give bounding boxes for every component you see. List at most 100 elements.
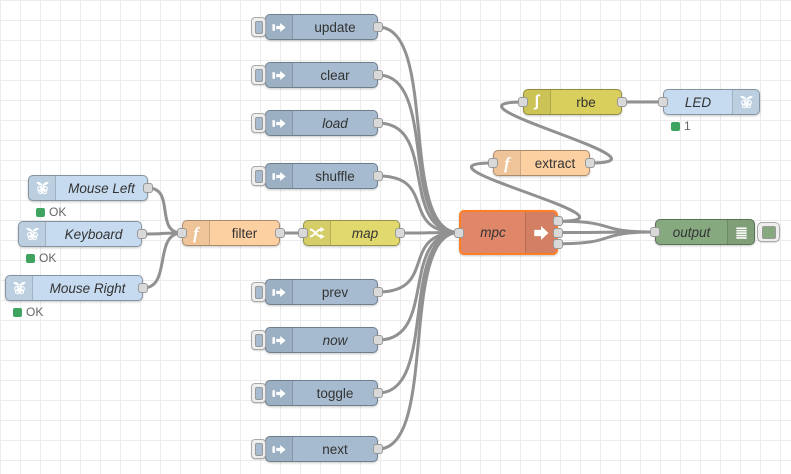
function-icon: f [494,151,521,175]
output-port-load-0[interactable] [373,118,383,128]
node-shuffle[interactable]: shuffle [265,163,378,189]
inject-icon [266,280,293,304]
input-port-filter[interactable] [177,228,187,238]
output-port-shuffle-0[interactable] [373,171,383,181]
debug-button-inner [761,225,776,239]
node-label-rbe: rbe [576,94,596,110]
inject-button-next[interactable] [251,439,266,459]
wire-update-to-mpc[interactable] [376,25,461,234]
output-port-keyboard-0[interactable] [137,229,147,239]
node-clear[interactable]: clear [265,62,378,88]
hysteresis-icon: ∫ [524,90,551,114]
input-port-mpc[interactable] [454,227,464,238]
inject-button-load[interactable] [251,113,266,133]
node-label-keyboard: Keyboard [64,226,123,242]
node-next[interactable]: next [265,436,378,462]
node-prev[interactable]: prev [265,279,378,305]
node-mpc[interactable]: mpc [459,210,558,255]
wire-mpc-to-output[interactable] [556,219,657,234]
inject-button-inner [254,285,263,299]
status-text: OK [39,251,57,265]
output-port-clear-0[interactable] [373,70,383,80]
wire-clear-to-mpc[interactable] [376,73,461,234]
output-port-mpc-0[interactable] [553,216,563,227]
node-label-next: next [322,441,348,457]
node-mouse_right[interactable]: Mouse Right [5,275,143,301]
wire-toggle-to-mpc[interactable] [376,231,461,395]
status-dot [671,121,680,131]
inject-icon [266,328,293,352]
output-port-mpc-1[interactable] [553,227,563,238]
output-port-mouse_right-0[interactable] [138,283,148,293]
status-text: 1 [684,119,691,133]
wire-mouse_right-to-filter[interactable] [141,231,184,290]
node-label-led: LED [684,94,712,110]
debug-toggle-button-output[interactable] [757,222,780,242]
inject-button-inner [254,20,263,34]
wire-mpc-to-output[interactable] [556,230,657,246]
inject-button-now[interactable] [251,330,266,350]
output-port-update-0[interactable] [373,22,383,32]
node-label-map: map [351,225,379,241]
output-port-rbe-0[interactable] [617,97,627,107]
node-output[interactable]: output [655,219,755,245]
input-port-led[interactable] [658,97,668,107]
node-mouse_left[interactable]: Mouse Left [28,175,148,201]
inject-icon [266,381,293,405]
output-port-extract-0[interactable] [585,158,595,168]
inject-button-prev[interactable] [251,282,266,302]
status-dot [26,253,35,263]
shuffle-icon [304,221,331,245]
inject-icon [266,15,293,39]
node-toggle[interactable]: toggle [265,380,378,406]
node-update[interactable]: update [265,14,378,40]
node-keyboard[interactable]: Keyboard [18,221,142,247]
node-label-mouse_left: Mouse Left [68,180,135,196]
function-icon: f [183,221,210,245]
input-port-rbe[interactable] [518,97,528,107]
node-load[interactable]: load [265,110,378,136]
inject-button-shuffle[interactable] [251,166,266,186]
inject-button-update[interactable] [251,17,266,37]
node-led[interactable]: LED [663,89,760,115]
output-port-filter-0[interactable] [275,228,285,238]
input-port-extract[interactable] [488,158,498,168]
output-port-mpc-2[interactable] [553,238,563,249]
raspberry-pi-icon [6,276,33,300]
node-label-output: output [672,224,711,240]
raspberry-pi-icon [19,222,46,246]
wire-now-to-mpc[interactable] [376,231,461,342]
arrow-right-icon [525,212,556,253]
status-text: OK [26,305,44,319]
output-port-toggle-0[interactable] [373,388,383,398]
wire-mouse_left-to-filter[interactable] [146,186,184,235]
wire-load-to-mpc[interactable] [376,121,461,234]
inject-button-inner [254,386,263,400]
node-rbe[interactable]: ∫ rbe [523,89,622,115]
inject-button-inner [254,68,263,82]
output-port-prev-0[interactable] [373,287,383,297]
input-port-map[interactable] [298,228,308,238]
wire-mpc-to-extract[interactable] [470,161,581,223]
inject-icon [266,111,293,135]
node-label-load: load [322,115,348,131]
wire-next-to-mpc[interactable] [376,231,461,451]
output-port-mouse_left-0[interactable] [143,183,153,193]
node-now[interactable]: now [265,327,378,353]
wire-extract-to-rbe[interactable] [500,100,613,165]
wire-shuffle-to-mpc[interactable] [376,174,461,234]
inject-button-clear[interactable] [251,65,266,85]
inject-icon [266,63,293,87]
inject-icon [266,164,293,188]
output-port-now-0[interactable] [373,335,383,345]
node-label-toggle: toggle [316,385,354,401]
inject-button-toggle[interactable] [251,383,266,403]
output-port-next-0[interactable] [373,444,383,454]
node-label-now: now [322,332,348,348]
input-port-output[interactable] [650,227,660,237]
node-map[interactable]: map [303,220,400,246]
output-port-map-0[interactable] [395,228,405,238]
